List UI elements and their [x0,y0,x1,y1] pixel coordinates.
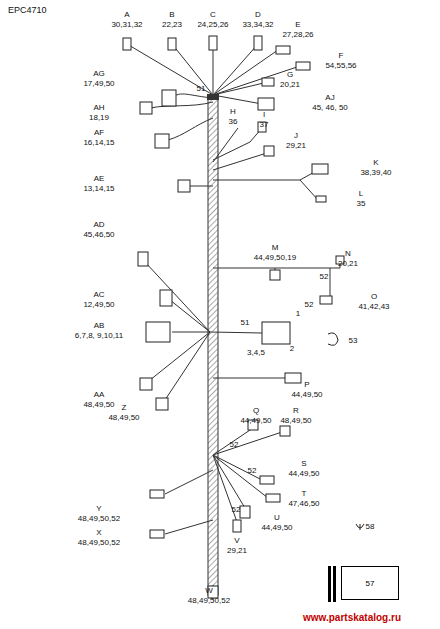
figure-code: EPC4710 [8,5,47,15]
callout-label: 29,21 [227,546,247,555]
callout-label: 44,49,50 [261,523,292,532]
callout-label: 52 [320,272,329,281]
callout-label: 52 [230,440,239,449]
part-box: 57 [341,566,399,600]
callout-label: K [373,158,378,167]
callout-label: A [124,10,129,19]
callout-label: 51 [197,84,206,93]
callout-label: L [359,189,363,198]
callout-label: V [234,536,239,545]
callout-label: 29,21 [286,141,306,150]
callout-label: 44,49,50 [291,390,322,399]
callout-number: 57 [366,579,375,588]
callout-label: 47,46,50 [288,499,319,508]
callout-label: 45, 46, 50 [312,103,348,112]
callout-label: F [339,51,344,60]
callout-label: S [301,459,306,468]
callout-label: 33,34,32 [242,20,273,29]
callout-label: AG [93,69,105,78]
callout-label: 6,7,8, 9,10,11 [75,331,123,340]
callout-label: AF [94,128,104,137]
callout-label: 36 [229,117,238,126]
callout-label: N [345,249,351,258]
callout-label: 20,21 [338,259,358,268]
callout-label: 52 [305,300,314,309]
callout-label: Y [96,504,101,513]
callout-label: W [205,586,213,595]
callout-label: AE [94,174,105,183]
callout-label: 30,31,32 [111,20,142,29]
callout-label: 51 [241,318,250,327]
callout-label: 48,49,50,52 [188,596,230,605]
callout-label: 24,25,26 [197,20,228,29]
callout-label: AA [94,390,105,399]
callout-label: 1 [296,309,300,318]
callout-label: C [210,10,216,19]
callout-label: 2 [290,344,294,353]
callout-label: X [96,528,101,537]
callout-label: 41,42,43 [358,302,389,311]
watermark: www.partskatalog.ru [303,612,401,623]
callout-label: AH [93,103,104,112]
callout-label: 45,46,50 [83,230,114,239]
callout-label: O [371,292,377,301]
callout-label: AB [94,321,105,330]
callout-label: I [263,110,265,119]
callout-label: M [272,243,279,252]
callout-label: 48,49,50,52 [78,514,120,523]
callout-label: 12,49,50 [83,300,114,309]
callout-label: T [302,489,307,498]
callout-label: 44,49,50 [288,469,319,478]
callout-label: H [230,107,236,116]
callout-label: B [169,10,174,19]
callout-label: E [295,20,300,29]
callout-label: 38,39,40 [360,168,391,177]
callout-label: 53 [349,336,358,345]
callout-label: 48,49,50,52 [78,538,120,547]
callout-label: 16,14,15 [83,138,114,147]
callout-label: 48,49,50 [108,413,139,422]
callout-label: 20,21 [280,80,300,89]
callout-label: 58 [366,522,375,531]
callout-label: D [255,10,261,19]
callout-label: 13,14,15 [83,184,114,193]
callout-label: U [274,513,280,522]
callout-label: 52 [232,505,241,514]
callout-label: 17,49,50 [83,79,114,88]
callout-label: G [287,70,293,79]
callout-label: 27,28,26 [282,30,313,39]
callout-label: J [294,131,298,140]
callout-label: 22,23 [162,20,182,29]
callout-label: AD [93,220,104,229]
callout-label: R [293,406,299,415]
callout-label: 3,4,5 [247,348,265,357]
callout-label: 52 [248,466,257,475]
callout-label: AJ [325,93,334,102]
callout-label: 54,55,56 [325,61,356,70]
callout-label: 44,49,50 [240,416,271,425]
callout-label: P [304,380,309,389]
callout-label: 35 [357,199,366,208]
callout-label: 37 [260,120,269,129]
callout-label: 44,49,50,19 [254,253,296,262]
callout-label: 48,49,50 [83,400,114,409]
callout-label: AC [93,290,104,299]
callout-label: 48,49,50 [280,416,311,425]
callout-label: Z [122,403,127,412]
callout-label: Q [253,406,259,415]
callout-label: 18,19 [89,113,109,122]
